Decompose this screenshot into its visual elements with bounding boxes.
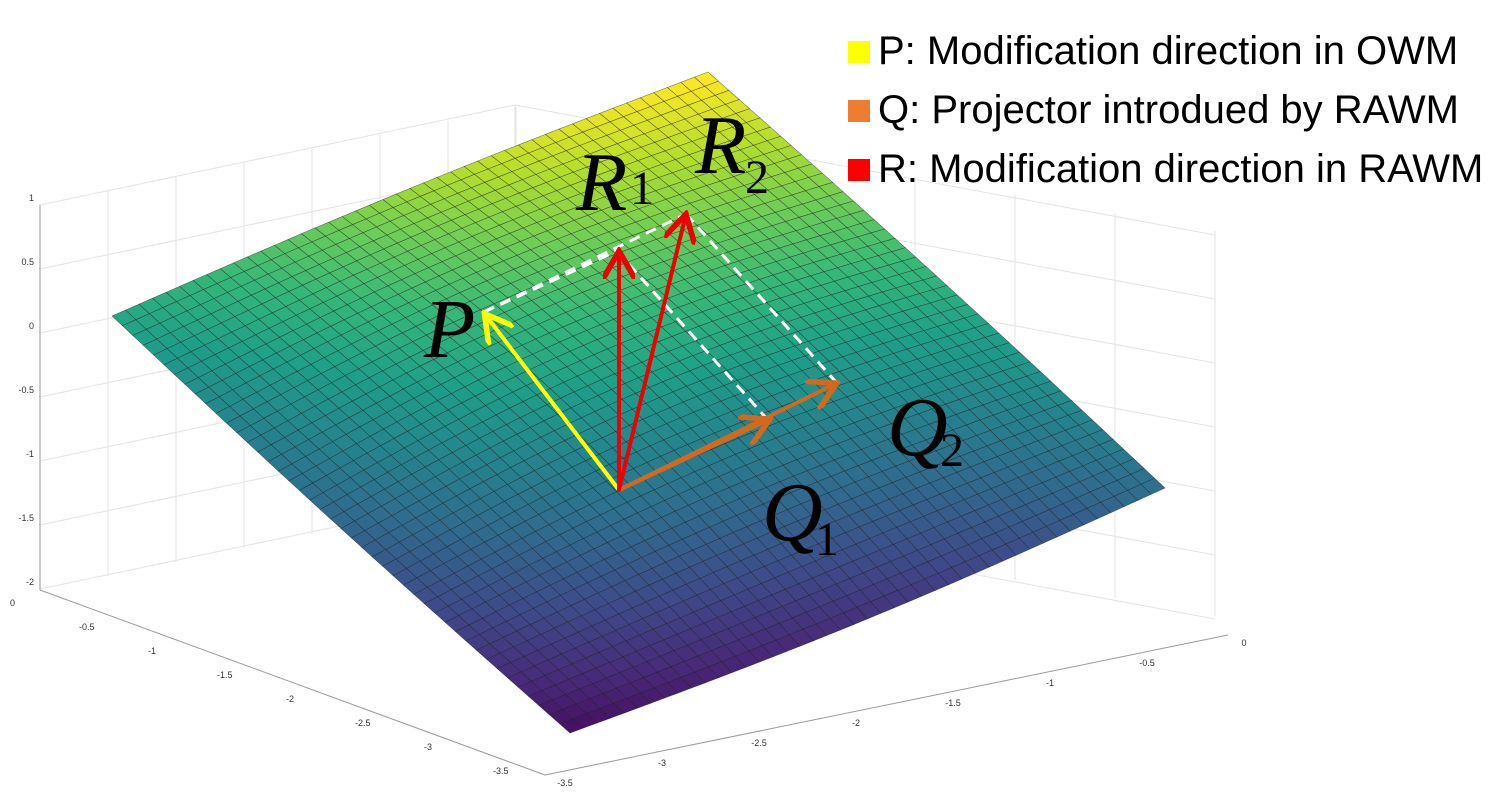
legend-text-q: Q: Projector introdued by RAWM (878, 88, 1459, 132)
y-tick-label: -3.5 (557, 778, 573, 788)
label-r1: R 1 (575, 136, 654, 229)
vector-q2 (617, 385, 833, 492)
label-q1-subscript: 1 (815, 513, 839, 566)
grid-line-back-left (39, 104, 516, 206)
y-tick-label: -1.5 (945, 698, 961, 708)
x-tick-label: -2 (286, 694, 294, 704)
z-tick-label: -1.5 (18, 513, 34, 523)
x-tick-label: -1.5 (217, 670, 233, 680)
dashed-r1-to-q1 (615, 250, 770, 421)
dashed-parallelogram (483, 212, 838, 421)
dashed-p-to-r2 (483, 212, 687, 314)
label-q1-letter: Q (762, 466, 823, 559)
legend-text-r: R: Modification direction in RAWM (878, 147, 1484, 191)
vector-labels: P R 1 R 2 Q 1 Q 2 (423, 99, 964, 566)
label-r1-subscript: 1 (630, 162, 654, 215)
x-tick-label: 0 (10, 598, 15, 608)
label-q2-subscript: 2 (940, 424, 964, 477)
legend-item-r: R: Modification direction in RAWM (848, 140, 1483, 199)
label-q2: Q 2 (887, 381, 964, 477)
z-tick-label: -0.5 (18, 385, 34, 395)
dashed-r2-to-q2 (684, 213, 838, 383)
y-tick-label: -2.5 (751, 738, 767, 748)
legend-swatch-p (848, 40, 870, 63)
y-tick-label: -2 (852, 718, 860, 728)
y-tick-label: -1 (1046, 678, 1054, 688)
z-tick-label: 1 (29, 193, 34, 203)
label-r2-letter: R (694, 99, 746, 192)
mesh-face (1140, 477, 1166, 495)
z-tick-label: -1 (26, 449, 34, 459)
legend-text-p: P: Modification direction in OWM (878, 29, 1459, 73)
legend-item-p: P: Modification direction in OWM (848, 22, 1483, 81)
legend-item-q: Q: Projector introdued by RAWM (848, 81, 1483, 140)
legend-swatch-q (848, 99, 870, 122)
z-tick-label: 0.5 (21, 257, 34, 267)
z-tick-label: 0 (29, 321, 34, 331)
axis-tick-labels: 1 0.5 0 -0.5 -1 -1.5 -2 0 -0.5 -1 -1.5 -2 -2.5 -3 -3.5… (10, 193, 1247, 788)
axis-box (39, 205, 1229, 776)
label-p: P (423, 283, 475, 376)
label-q1: Q 1 (762, 466, 839, 566)
x-tick-label: -2.5 (355, 718, 371, 728)
z-tick-label: -2 (26, 577, 34, 587)
vectors (487, 218, 833, 492)
y-axis-line (544, 634, 1229, 776)
label-q2-letter: Q (887, 381, 948, 474)
label-r1-letter: R (575, 136, 627, 229)
x-axis-line (39, 589, 546, 776)
x-tick-label: -3.5 (493, 766, 509, 776)
vector-p (487, 317, 621, 492)
y-tick-label: -3 (658, 758, 666, 768)
legend-swatch-r (848, 158, 870, 181)
y-tick-label: -0.5 (1139, 658, 1155, 668)
vector-r2 (617, 218, 685, 492)
y-tick-label: 0 (1241, 638, 1246, 648)
legend: P: Modification direction in OWM Q: Proj… (848, 22, 1483, 199)
label-r2: R 2 (694, 99, 769, 204)
mesh-surface (111, 71, 1166, 734)
label-r2-subscript: 2 (745, 151, 769, 204)
x-tick-label: -3 (424, 742, 432, 752)
x-tick-label: -0.5 (79, 622, 95, 632)
x-tick-label: -1 (148, 646, 156, 656)
